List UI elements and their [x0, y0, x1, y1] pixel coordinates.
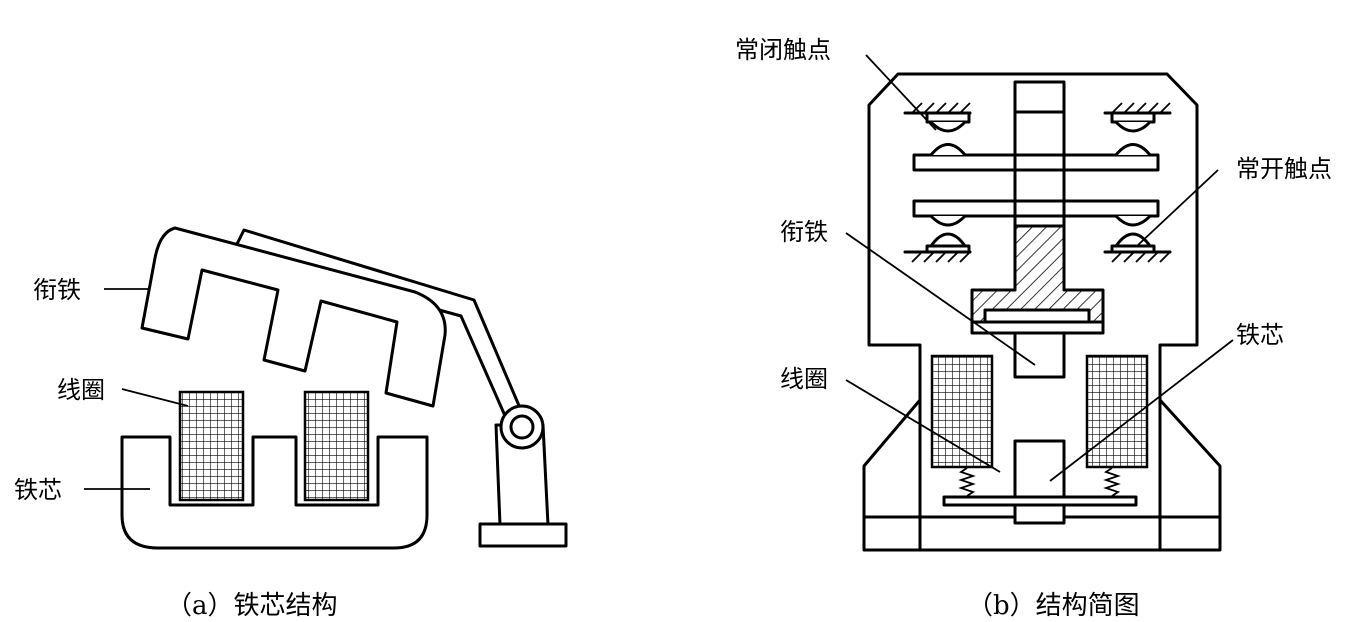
- coil-b-right: [1085, 354, 1149, 469]
- spring-right: [1103, 467, 1121, 497]
- core-b: [1013, 439, 1066, 525]
- label-nc-contact: 常闭触点: [735, 36, 831, 64]
- nc-fixed-contact-left: [903, 102, 972, 156]
- diagram-a-core-structure: 衔铁 线圈 铁芯 （a）铁芯结构: [14, 226, 568, 621]
- no-contact-right: [1103, 214, 1172, 263]
- label-no-contact: 常开触点: [1236, 155, 1332, 183]
- label-core-a: 铁芯: [14, 476, 62, 504]
- spring-left: [958, 467, 976, 497]
- caption-b: （b）结构简图: [967, 591, 1140, 621]
- no-contact-left: [903, 214, 972, 263]
- diagram-b-structure-sketch: 常闭触点 常开触点 衔铁 铁芯 线圈 （b）结构简图: [735, 36, 1332, 621]
- core-shape: [120, 435, 429, 550]
- armature-shape: [140, 226, 447, 408]
- label-core-b: 铁芯: [1236, 321, 1284, 349]
- coil-b-left: [930, 354, 994, 469]
- coil-right: [303, 390, 370, 502]
- hinge-bracket: [478, 404, 568, 548]
- caption-a: （a）铁芯结构: [166, 591, 338, 621]
- label-coil-a: 线圈: [57, 376, 105, 404]
- coil-left: [178, 390, 245, 502]
- label-armature-b: 衔铁: [780, 218, 828, 246]
- label-armature-a: 衔铁: [33, 276, 81, 304]
- nc-fixed-contact-right: [1103, 102, 1172, 156]
- label-coil-b: 线圈: [780, 365, 828, 393]
